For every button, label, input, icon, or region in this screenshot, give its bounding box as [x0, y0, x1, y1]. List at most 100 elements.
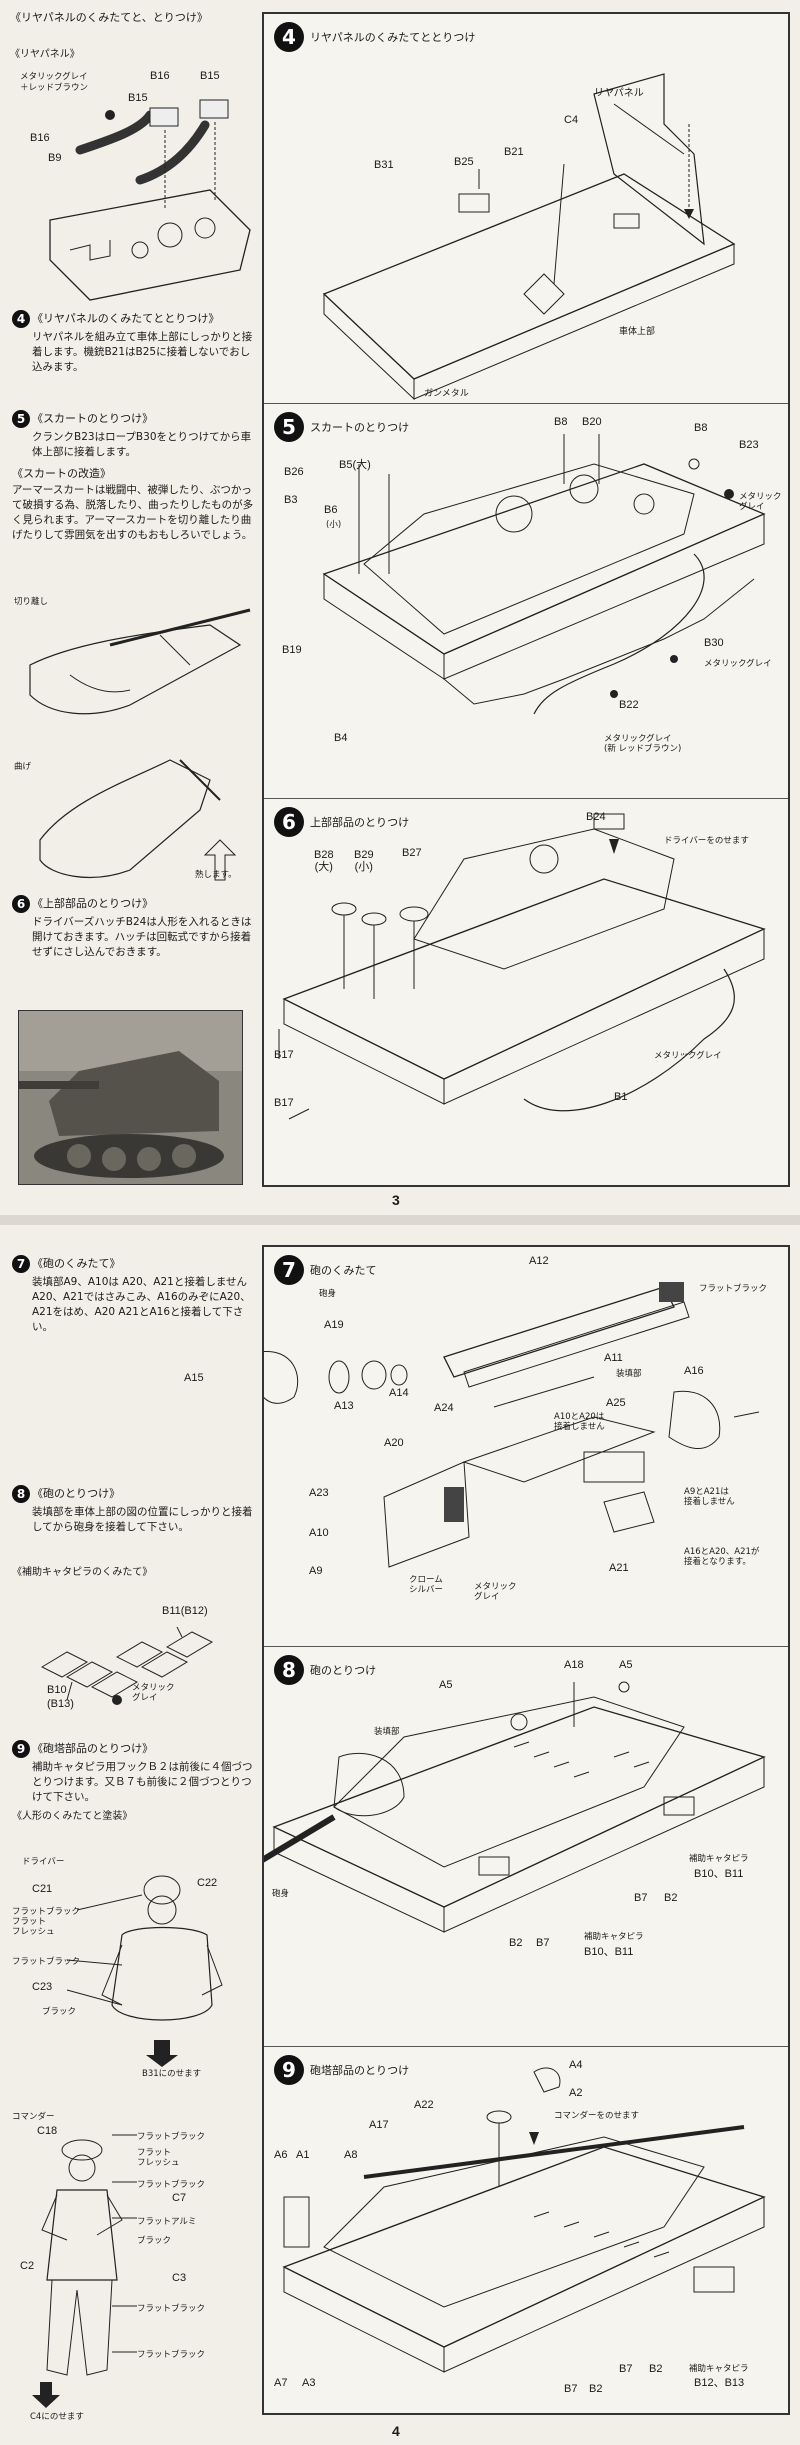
- part-label: A25: [606, 1397, 626, 1409]
- paint-label: メタリックグレイ: [704, 659, 772, 669]
- paint-label: メタリックグレイ (新 レッドブラウン): [604, 734, 682, 754]
- step8-title: 《砲のとりつけ》: [32, 1487, 121, 1500]
- part-label: B20: [582, 416, 602, 428]
- part-label: A16: [684, 1365, 704, 1377]
- step4-text: リヤパネルを組み立て車体上部にしっかりと接着します。機銃B21はB25に接着しな…: [32, 331, 253, 373]
- part-label: B11(B12): [162, 1605, 208, 1617]
- part-label: リヤパネル: [594, 88, 644, 99]
- part-label: B10、B11: [584, 1946, 634, 1958]
- part-label: B7: [619, 2363, 633, 2375]
- part-label: 砲身: [272, 1889, 290, 1899]
- step6-drawing: [278, 813, 766, 1120]
- part-label: B22: [619, 699, 639, 711]
- part-label: A7: [274, 2377, 288, 2389]
- part-label: A15: [184, 1372, 204, 1384]
- part-label: A10: [309, 1527, 329, 1539]
- note-label: A9とA21は 接着しません: [684, 1487, 735, 1507]
- step-number: 7: [274, 1255, 304, 1285]
- part-label: B16: [30, 132, 50, 144]
- part-label: B2: [589, 2383, 603, 2395]
- step-number: 8: [274, 1655, 304, 1685]
- part-label: A2: [569, 2087, 583, 2099]
- part-label: 砲身: [319, 1289, 337, 1299]
- rear-panel-note-title: 《リヤパネルのくみたてと、とりつけ》: [10, 11, 208, 24]
- part-label: A6: [274, 2149, 288, 2161]
- step8-drawing: [264, 1681, 766, 1933]
- page-number: 4: [392, 2423, 400, 2439]
- part-label: C3: [172, 2272, 187, 2284]
- paint-label: メタリック グレイ: [739, 492, 782, 512]
- step-number: 6: [274, 807, 304, 837]
- driver-label: ドライバー: [22, 1857, 65, 1867]
- step6-diagram-title: 上部部品のとりつけ: [310, 816, 410, 829]
- part-label: B7: [634, 1892, 648, 1904]
- part-label: B17: [274, 1097, 294, 1109]
- tank-photo-image: [19, 1011, 242, 1184]
- part-label: B4: [334, 732, 348, 744]
- paint-label: メタリック グレイ: [132, 1683, 175, 1703]
- paint-label: ブラック: [137, 2236, 172, 2246]
- part-label: B3: [284, 494, 298, 506]
- part-label: 装填部: [374, 1727, 400, 1737]
- part-label: B7: [536, 1937, 550, 1949]
- note-label: A10とA20は 接着しません: [554, 1412, 605, 1432]
- step6-title: 《上部部品のとりつけ》: [32, 897, 154, 910]
- step-number: 4: [274, 22, 304, 52]
- heat-label: 熱します。: [195, 870, 237, 880]
- step8-diagram-title: 砲のとりつけ: [310, 1664, 377, 1677]
- part-label: ガンメタル: [424, 388, 469, 398]
- step4-drawing: [322, 73, 736, 401]
- step-number: 7: [12, 1255, 30, 1273]
- part-label: A13: [334, 1400, 354, 1412]
- step-number: 4: [12, 310, 30, 328]
- part-label: A11: [604, 1352, 623, 1364]
- part-label: A1: [296, 2149, 310, 2161]
- part-label: A18: [564, 1659, 584, 1671]
- part-label: B12、B13: [694, 2377, 745, 2389]
- paint-label: フラットブラック: [699, 1284, 768, 1294]
- step8-text-block: 8《砲のとりつけ》 装填部を車体上部の図の位置にしっかりと接着してから砲身を接着…: [12, 1485, 257, 1535]
- part-label: B19: [282, 644, 302, 656]
- part-label: B15: [200, 70, 220, 82]
- part-label: B6: [324, 504, 338, 516]
- note-label: 補助キャタピラ: [584, 1932, 644, 1942]
- part-label: B5(大): [339, 459, 371, 471]
- part-label: C21: [32, 1883, 53, 1895]
- commander-note: C4にのせます: [30, 2412, 84, 2422]
- part-label: A8: [344, 2149, 358, 2161]
- part-label: A9: [309, 1565, 323, 1577]
- skirt-bend-illustration: 曲げ 熱します。: [10, 740, 260, 890]
- step5-diagram-title: スカートのとりつけ: [310, 421, 410, 434]
- aux-track-title: 《補助キャタピラのくみたて》: [12, 1567, 153, 1578]
- rear-panel-drawing: [49, 99, 251, 301]
- part-label: B9: [48, 152, 62, 164]
- paint-label: フラット フレッシュ: [12, 1917, 55, 1937]
- step7-diagram-title: 砲のくみたて: [310, 1264, 377, 1277]
- part-label: B28 (大): [314, 849, 334, 873]
- part-label: A23: [309, 1487, 329, 1499]
- note-label: A16とA20、A21が 接着となります。: [684, 1547, 760, 1567]
- part-label: A24: [434, 1402, 454, 1414]
- part-label: B2: [649, 2363, 663, 2375]
- page-3: 《リヤパネルのくみたてと、とりつけ》 《リヤパネル》 メタリックグレイ ＋レッド…: [0, 0, 800, 1215]
- step-number: 8: [12, 1485, 30, 1503]
- skirt-mod-title: 《スカートの改造》: [12, 467, 111, 480]
- part-label: B23: [739, 439, 759, 451]
- page-divider: [0, 1215, 800, 1225]
- part-label: B30: [704, 637, 724, 649]
- step6-text-block: 6《上部部品のとりつけ》 ドライバーズハッチB24は人形を入れるときは開けておき…: [12, 895, 257, 960]
- step-number: 6: [12, 895, 30, 913]
- aux-track-drawing: [40, 1626, 214, 1705]
- paint-label: メタリックグレイ: [654, 1051, 722, 1061]
- part-label: C23: [32, 1981, 53, 1993]
- step4-title: 《リヤパネルのくみたてととりつけ》: [32, 312, 220, 325]
- paint-label: フラットブラック: [12, 1957, 81, 1967]
- part-label: B2: [664, 1892, 678, 1904]
- part-label: B10 (B13): [47, 1684, 74, 1710]
- paint-label: ブラック: [42, 2007, 77, 2017]
- paint-label: クローム シルバー: [409, 1575, 444, 1595]
- skirt-cut-illustration: 切り離し: [10, 595, 260, 735]
